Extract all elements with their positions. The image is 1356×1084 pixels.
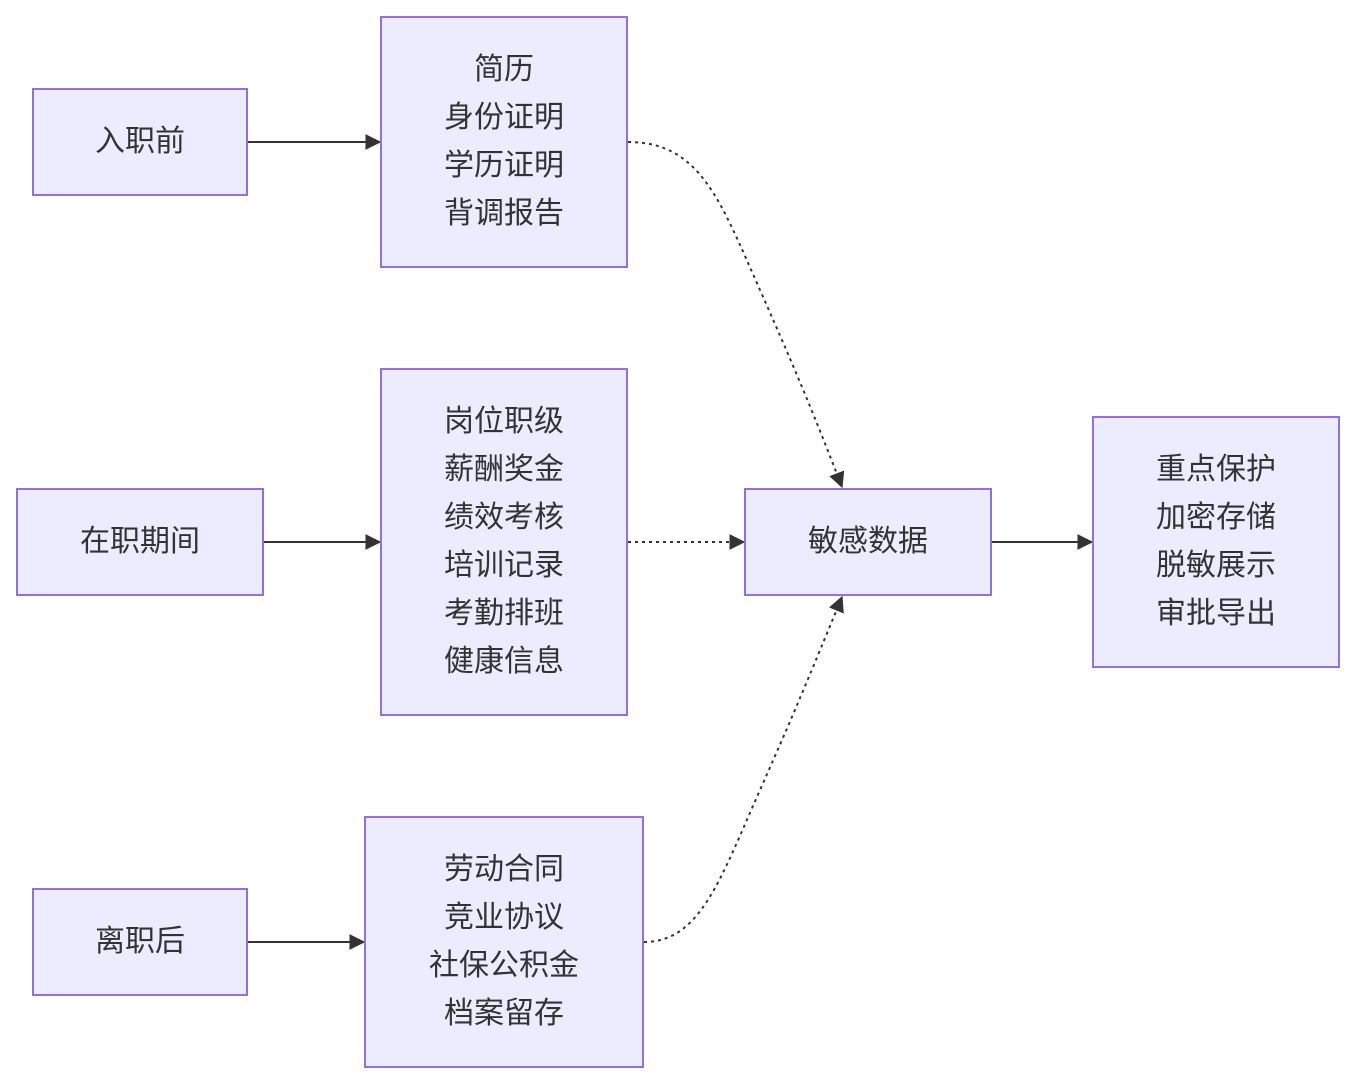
- edge-pre-hire-docs-to-sensitive: [627, 141, 845, 489]
- node-line: 健康信息: [444, 644, 564, 679]
- node-line: 敏感数据: [808, 524, 928, 559]
- node-post-exit-docs: 劳动合同竞业协议社保公积金档案留存: [364, 816, 644, 1068]
- node-line: 背调报告: [444, 196, 564, 231]
- node-pre-hire: 入职前: [32, 88, 248, 196]
- node-line: 离职后: [95, 924, 185, 959]
- edge-post-exit-docs-to-sensitive: [643, 595, 844, 943]
- node-sensitive-data: 敏感数据: [744, 488, 992, 596]
- node-line: 薪酬奖金: [444, 452, 564, 487]
- node-line: 加密存储: [1156, 500, 1276, 535]
- node-line: 考勤排班: [444, 596, 564, 631]
- node-line: 入职前: [95, 124, 185, 159]
- node-line: 社保公积金: [429, 948, 579, 983]
- node-line: 简历: [474, 52, 534, 87]
- node-line: 身份证明: [444, 100, 564, 135]
- node-employed-docs: 岗位职级薪酬奖金绩效考核培训记录考勤排班健康信息: [380, 368, 628, 716]
- node-post-exit: 离职后: [32, 888, 248, 996]
- node-protection: 重点保护加密存储脱敏展示审批导出: [1092, 416, 1340, 668]
- node-line: 重点保护: [1156, 452, 1276, 487]
- node-line: 绩效考核: [444, 500, 564, 535]
- node-line: 劳动合同: [444, 852, 564, 887]
- node-line: 学历证明: [444, 148, 564, 183]
- node-line: 竞业协议: [444, 900, 564, 935]
- node-line: 脱敏展示: [1156, 548, 1276, 583]
- node-employed: 在职期间: [16, 488, 264, 596]
- node-line: 岗位职级: [444, 404, 564, 439]
- node-line: 档案留存: [444, 996, 564, 1031]
- node-line: 培训记录: [444, 548, 564, 583]
- node-pre-hire-docs: 简历身份证明学历证明背调报告: [380, 16, 628, 268]
- node-line: 审批导出: [1156, 596, 1276, 631]
- node-line: 在职期间: [80, 524, 200, 559]
